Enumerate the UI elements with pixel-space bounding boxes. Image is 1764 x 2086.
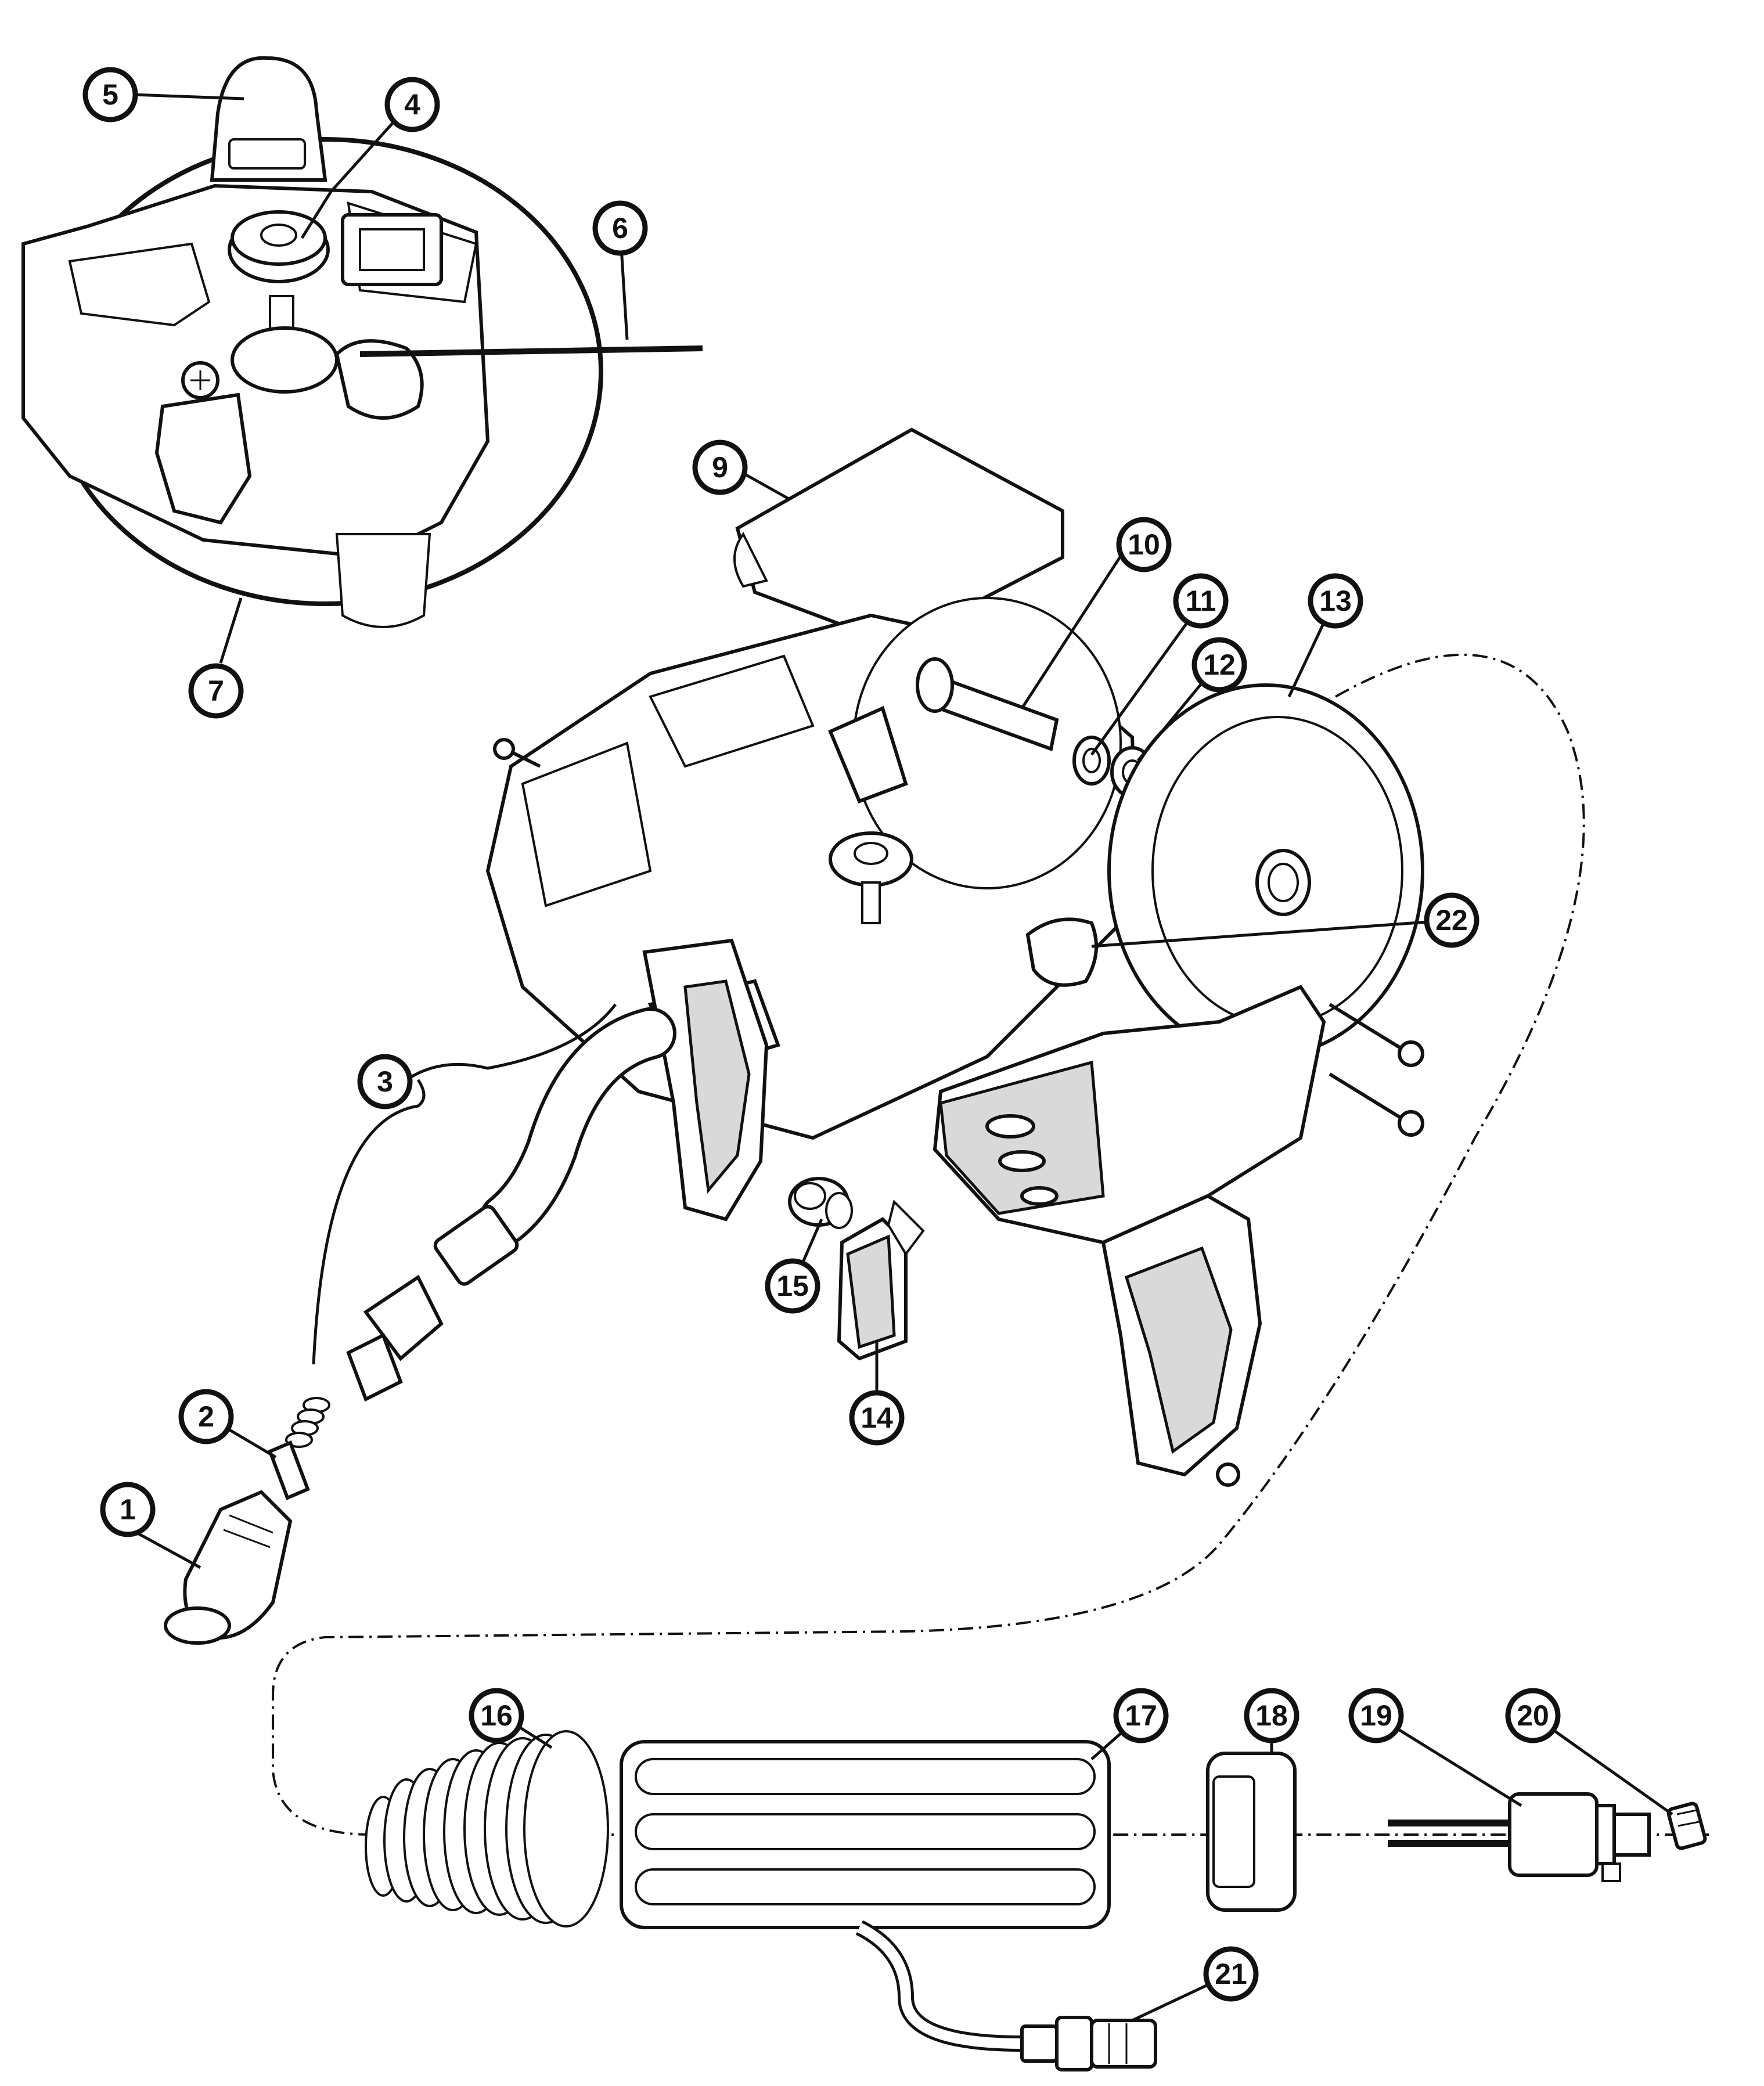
leader-lines	[131, 93, 1673, 2022]
callout-22: 22	[1424, 892, 1479, 948]
callout-12: 12	[1191, 637, 1247, 693]
assembly-centerline	[272, 653, 1713, 1836]
callout-19: 19	[1348, 1688, 1404, 1743]
callout-label: 2	[198, 1400, 214, 1433]
callout-13: 13	[1308, 573, 1363, 629]
callout-label: 9	[712, 451, 728, 484]
callout-6: 6	[592, 200, 648, 256]
callout-18: 18	[1244, 1688, 1299, 1743]
callout-21: 21	[1203, 1946, 1259, 2002]
callout-label: 3	[377, 1065, 393, 1098]
callout-11: 11	[1173, 573, 1229, 629]
inset-wire-part-6	[359, 345, 703, 357]
callout-10: 10	[1116, 517, 1172, 572]
callout-label: 22	[1435, 904, 1468, 936]
tip-part-20	[1666, 1802, 1707, 1850]
callout-label: 16	[480, 1699, 513, 1732]
callout-label: 15	[776, 1270, 809, 1302]
callout-label: 4	[404, 88, 420, 121]
callout-20: 20	[1505, 1688, 1561, 1743]
callout-7: 7	[188, 663, 244, 719]
callout-label: 7	[208, 675, 224, 707]
nut-part-18	[1206, 1752, 1297, 1912]
callout-label: 10	[1128, 528, 1160, 561]
callout-1: 1	[100, 1482, 156, 1537]
callout-label: 18	[1255, 1699, 1288, 1732]
callout-label: 13	[1319, 585, 1352, 617]
adaptor-part-19	[1388, 1792, 1651, 1882]
callout-label: 5	[102, 78, 118, 111]
detail-inset	[21, 56, 703, 628]
callout-label: 14	[861, 1402, 893, 1434]
tension-knob-part-22	[1025, 917, 1098, 987]
gooseneck-assembly	[164, 1007, 676, 1645]
callout-5: 5	[82, 67, 138, 123]
callout-2: 2	[178, 1389, 234, 1444]
callout-label: 12	[1203, 649, 1236, 681]
callout-4: 4	[384, 77, 440, 132]
main-gun-assembly	[485, 427, 1424, 1487]
callout-label: 20	[1517, 1699, 1549, 1732]
callout-label: 19	[1360, 1699, 1392, 1732]
callout-17: 17	[1113, 1688, 1169, 1743]
callout-9: 9	[692, 439, 748, 495]
connector-part-15	[788, 1177, 853, 1229]
callout-16: 16	[469, 1688, 524, 1743]
housing-screws	[493, 738, 1424, 1487]
cable-assembly	[365, 1730, 1707, 2071]
callout-label: 1	[120, 1493, 136, 1526]
trigger-part-14	[837, 1199, 925, 1361]
cover-part-9	[735, 427, 1064, 647]
control-plug-part-21	[1020, 2016, 1157, 2071]
callout-15: 15	[765, 1258, 820, 1314]
spring-part-2	[285, 1397, 330, 1448]
callout-14: 14	[849, 1390, 905, 1446]
callout-label: 6	[612, 212, 628, 244]
callout-3: 3	[357, 1054, 413, 1109]
strain-relief-spring-part-16	[365, 1730, 609, 1928]
callout-label: 11	[1186, 585, 1216, 617]
callout-label: 17	[1125, 1699, 1157, 1732]
callout-label: 21	[1215, 1958, 1247, 1990]
